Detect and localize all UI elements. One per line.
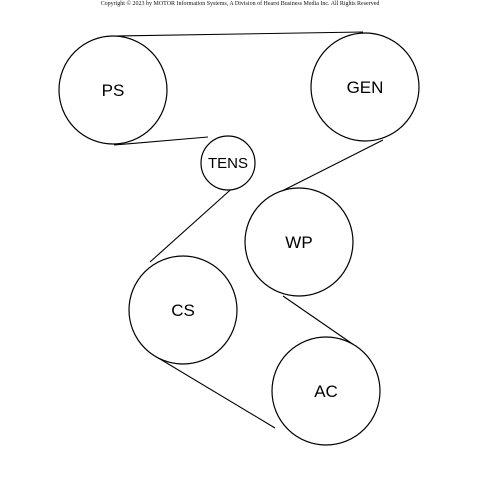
- pulley-ac: AC: [271, 336, 381, 446]
- pulley-gen: GEN: [310, 32, 420, 142]
- pulley-label-tens: TENS: [208, 155, 248, 172]
- pulley-label-gen: GEN: [347, 78, 384, 97]
- pulley-label-cs: CS: [171, 301, 195, 320]
- pulley-label-ac: AC: [314, 382, 338, 401]
- belt-segment-ps-gen: [114, 31, 364, 37]
- pulley-label-ps: PS: [102, 81, 125, 100]
- pulley-tens: TENS: [200, 135, 256, 191]
- pulley-ps: PS: [58, 35, 168, 145]
- pulley-wp: WP: [244, 187, 354, 297]
- belt-segment-ac-cs: [154, 355, 276, 429]
- belt-segment-tens-ps: [113, 136, 209, 146]
- pulley-label-wp: WP: [285, 233, 312, 252]
- pulley-cs: CS: [128, 255, 238, 365]
- belt-segment-wp-ac: [282, 295, 355, 346]
- copyright-notice: Copyright © 2023 by MOTOR Information Sy…: [100, 1, 380, 7]
- belt-segment-gen-wp: [283, 139, 384, 191]
